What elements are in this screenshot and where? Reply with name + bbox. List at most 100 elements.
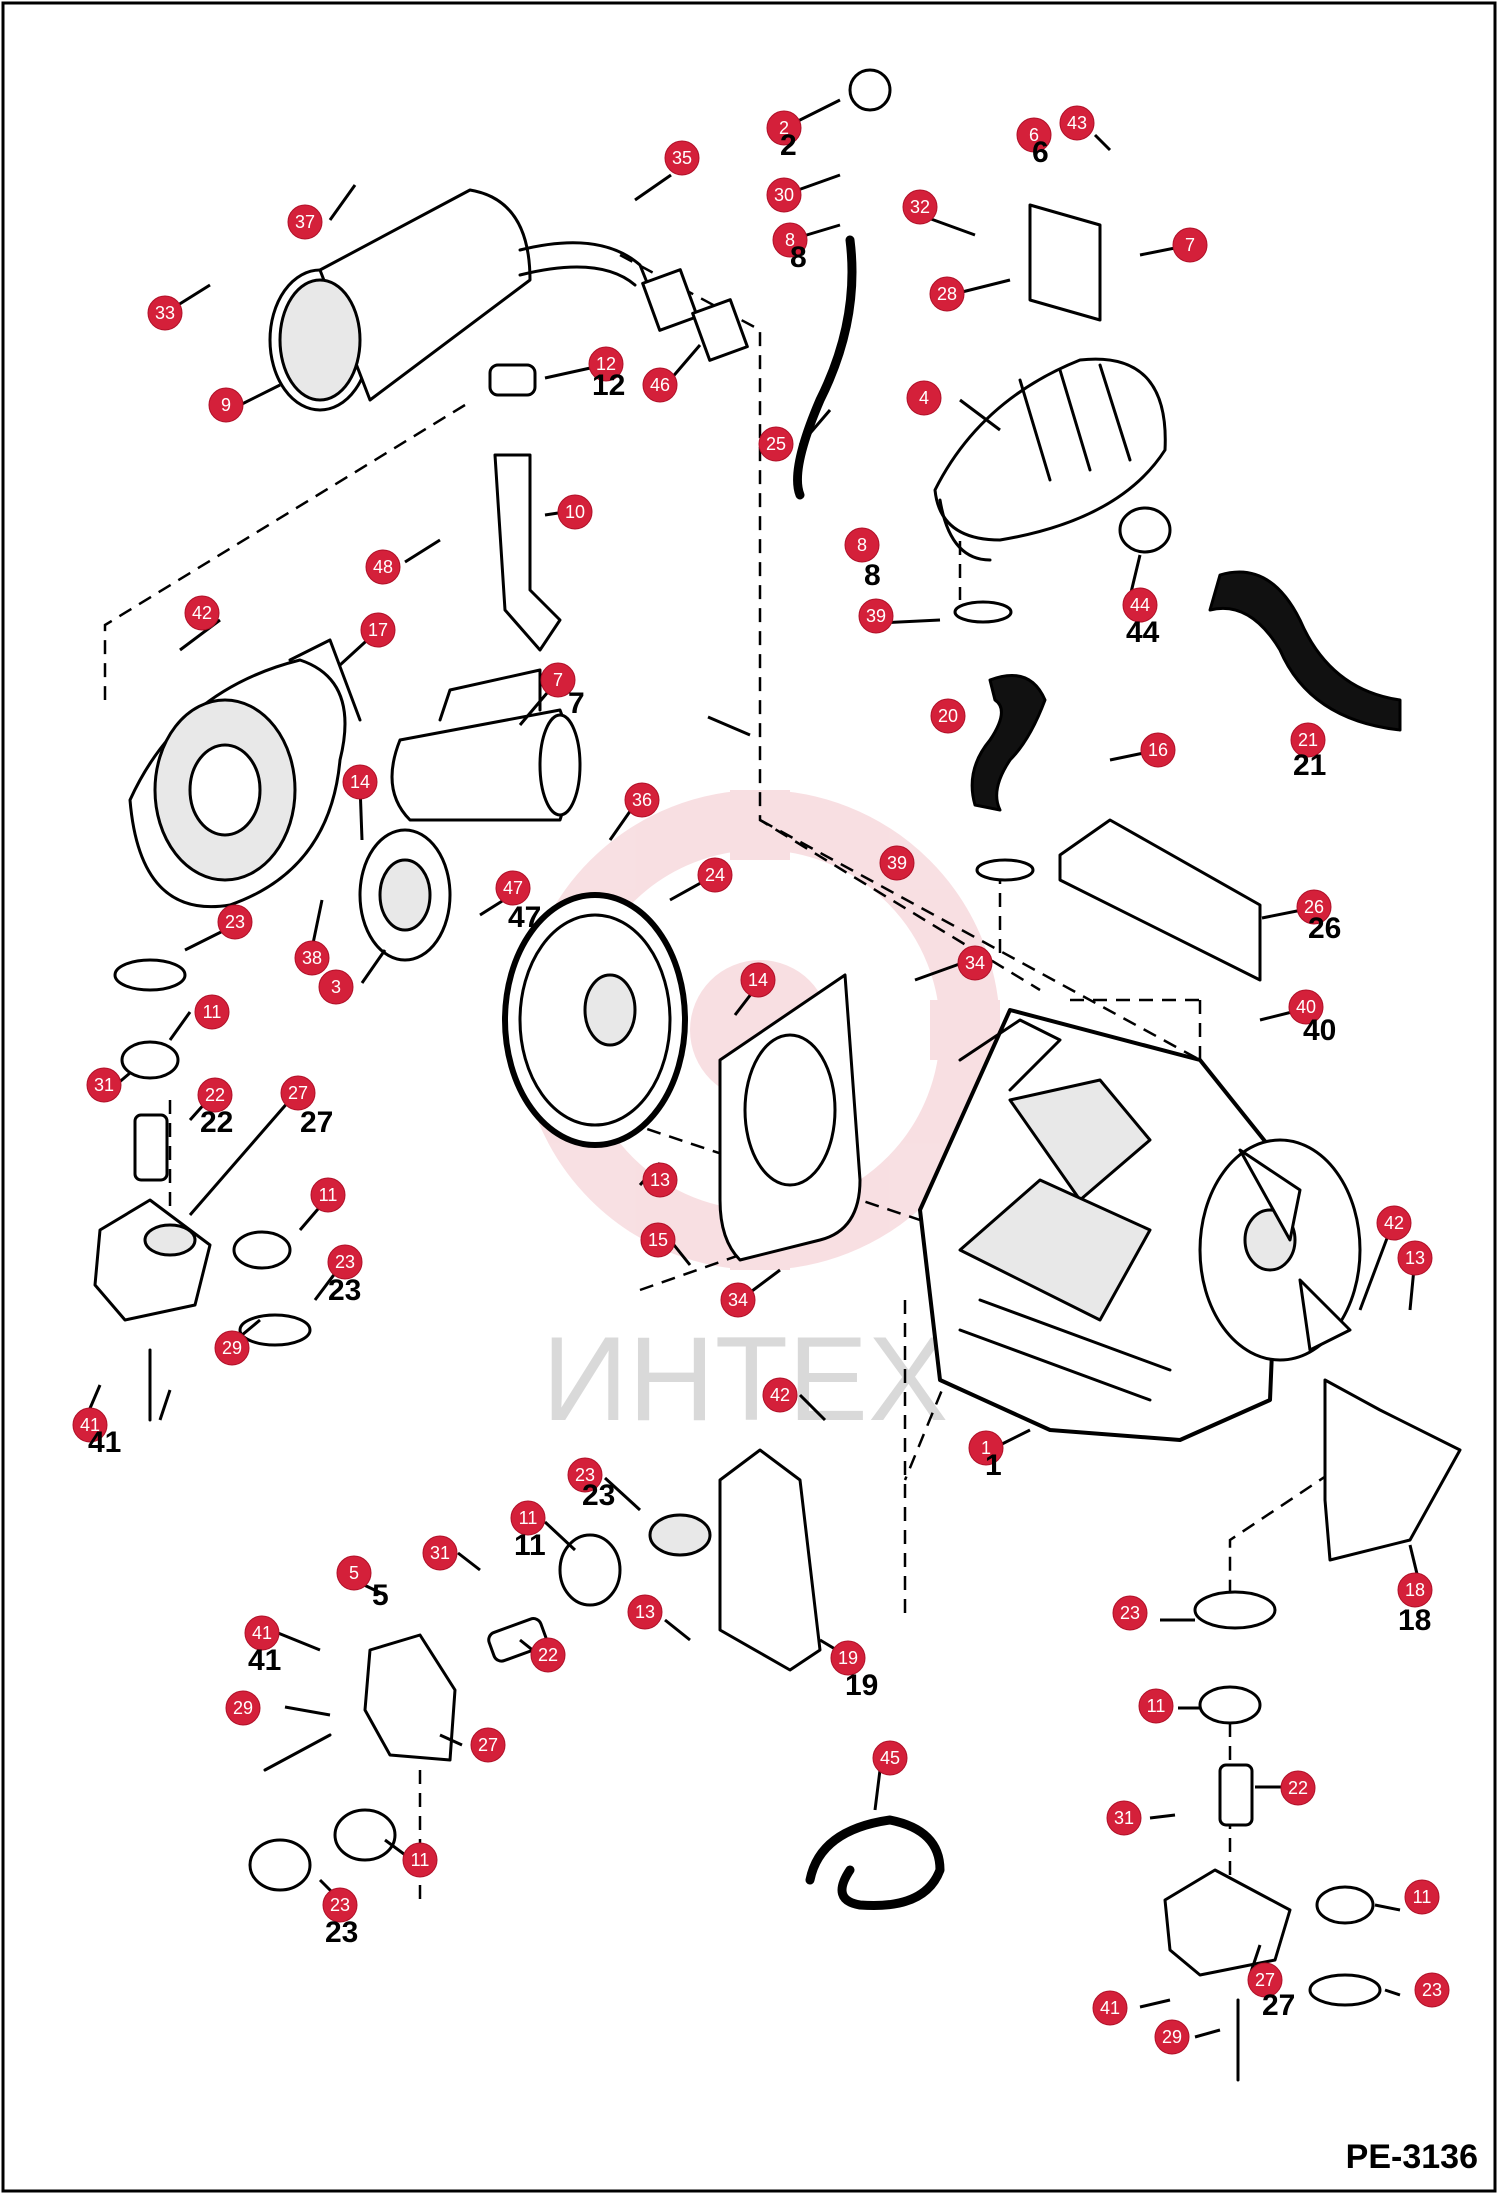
callout-38: 38 <box>294 940 330 976</box>
callout-25: 25 <box>758 426 794 462</box>
callout-29b: 29 <box>225 1690 261 1726</box>
callout-33: 33 <box>147 295 183 331</box>
muffler <box>268 188 749 412</box>
callout-36: 36 <box>624 782 660 818</box>
drive-coupler <box>358 828 452 962</box>
svg-text:27: 27 <box>1262 1989 1295 2022</box>
svg-text:39: 39 <box>887 853 907 873</box>
svg-text:22: 22 <box>538 1645 558 1665</box>
callout-7a: 7 <box>1172 227 1208 263</box>
svg-text:24: 24 <box>705 865 725 885</box>
svg-text:35: 35 <box>672 148 692 168</box>
fan-shroud <box>128 638 362 909</box>
callout-14a: 14 <box>342 764 378 800</box>
svg-text:23: 23 <box>1422 1980 1442 2000</box>
svg-text:29: 29 <box>1162 2027 1182 2047</box>
svg-text:37: 37 <box>295 212 315 232</box>
svg-text:8: 8 <box>785 230 795 250</box>
svg-text:34: 34 <box>965 953 985 973</box>
svg-text:27: 27 <box>1255 1970 1275 1990</box>
callout-8b: 88 <box>844 527 881 592</box>
svg-text:22: 22 <box>200 1106 233 1139</box>
svg-text:13: 13 <box>650 1170 670 1190</box>
callout-45: 45 <box>872 1740 908 1776</box>
svg-text:22: 22 <box>1288 1778 1308 1798</box>
svg-text:26: 26 <box>1304 897 1324 917</box>
engine-bracket-right <box>1323 1378 1462 1562</box>
callout-4: 4 <box>906 380 942 416</box>
svg-text:41: 41 <box>248 1644 281 1677</box>
callout-20: 20 <box>930 698 966 734</box>
svg-text:26: 26 <box>1308 912 1341 945</box>
callout-1: 11 <box>968 1430 1004 1482</box>
svg-text:27: 27 <box>478 1735 498 1755</box>
svg-text:21: 21 <box>1293 749 1326 782</box>
engine-mount-right <box>1163 1590 1382 2082</box>
watermark-text: ИНТЕХ <box>542 1312 948 1446</box>
svg-text:19: 19 <box>845 1669 878 1702</box>
svg-text:17: 17 <box>368 620 388 640</box>
callout-13c: 13 <box>627 1594 663 1630</box>
callout-7b: 77 <box>540 662 585 720</box>
svg-text:12: 12 <box>592 369 625 402</box>
drawing-number: PE-3136 <box>1346 2138 1478 2176</box>
svg-text:31: 31 <box>1114 1808 1134 1828</box>
callout-31c: 31 <box>1106 1800 1142 1836</box>
svg-text:30: 30 <box>774 185 794 205</box>
svg-text:27: 27 <box>288 1083 308 1103</box>
tailpipe <box>493 453 562 652</box>
callout-11a: 11 <box>194 994 230 1030</box>
svg-text:11: 11 <box>514 1529 546 1562</box>
svg-text:11: 11 <box>319 1185 338 1205</box>
svg-text:25: 25 <box>766 434 786 454</box>
svg-text:14: 14 <box>748 970 768 990</box>
flywheel <box>502 892 688 1148</box>
svg-text:27: 27 <box>300 1106 333 1139</box>
svg-text:2: 2 <box>780 129 797 162</box>
callout-46: 46 <box>642 367 678 403</box>
callout-30: 30 <box>766 177 802 213</box>
svg-text:23: 23 <box>1120 1603 1140 1623</box>
part-sketches <box>93 68 1462 2082</box>
callout-42a: 42 <box>184 595 220 631</box>
svg-text:40: 40 <box>1296 997 1316 1017</box>
callout-17: 17 <box>360 612 396 648</box>
svg-text:48: 48 <box>373 557 393 577</box>
svg-text:36: 36 <box>632 790 652 810</box>
svg-text:8: 8 <box>857 535 867 555</box>
svg-text:18: 18 <box>1398 1604 1431 1637</box>
svg-text:42: 42 <box>770 1385 790 1405</box>
svg-text:7: 7 <box>568 687 585 720</box>
svg-text:11: 11 <box>203 1002 222 1022</box>
callout-42b: 42 <box>762 1377 798 1413</box>
svg-text:15: 15 <box>648 1230 668 1250</box>
valve-cover-shield <box>1058 818 1262 982</box>
svg-text:13: 13 <box>1405 1248 1425 1268</box>
svg-text:20: 20 <box>938 706 958 726</box>
svg-text:4: 4 <box>919 388 929 408</box>
svg-text:46: 46 <box>650 375 670 395</box>
svg-text:14: 14 <box>350 772 370 792</box>
svg-text:11: 11 <box>519 1508 538 1528</box>
svg-text:45: 45 <box>880 1748 900 1768</box>
svg-text:5: 5 <box>349 1563 359 1583</box>
svg-text:41: 41 <box>80 1415 100 1435</box>
svg-text:29: 29 <box>222 1338 242 1358</box>
svg-text:8: 8 <box>790 241 807 274</box>
callout-15: 15 <box>640 1222 676 1258</box>
svg-text:22: 22 <box>205 1085 225 1105</box>
svg-text:33: 33 <box>155 303 175 323</box>
svg-text:44: 44 <box>1130 595 1150 615</box>
svg-text:6: 6 <box>1032 136 1049 169</box>
svg-text:18: 18 <box>1405 1580 1425 1600</box>
svg-text:38: 38 <box>302 948 322 968</box>
callout-16: 16 <box>1140 732 1176 768</box>
air-cleaner <box>848 68 1167 562</box>
